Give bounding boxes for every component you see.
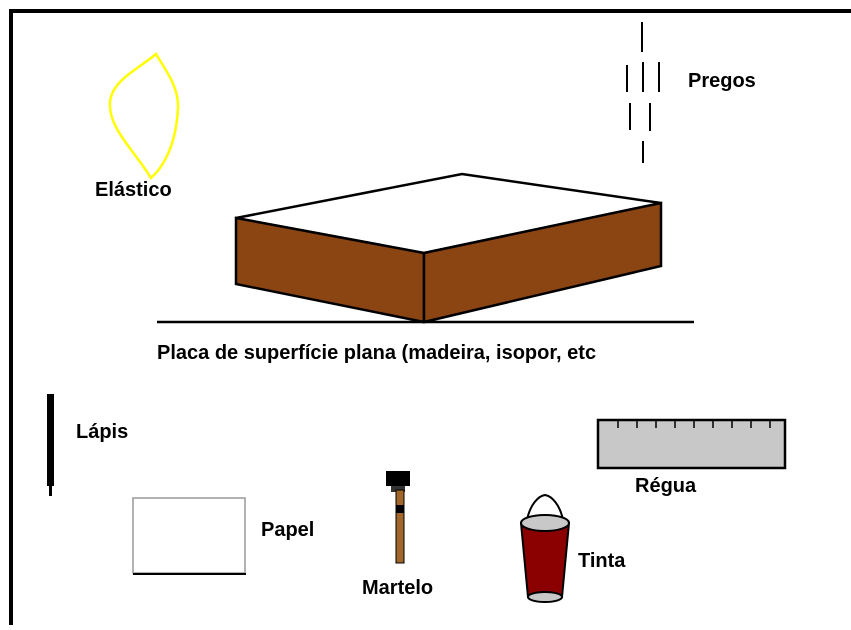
pencil-icon bbox=[47, 394, 54, 496]
label-lapis: Lápis bbox=[76, 421, 128, 443]
frame-border bbox=[9, 9, 851, 625]
hammer-icon bbox=[386, 471, 410, 564]
label-regua: Régua bbox=[635, 475, 697, 497]
label-papel: Papel bbox=[261, 519, 314, 541]
label-tinta: Tinta bbox=[578, 550, 626, 572]
rubber-band-icon bbox=[108, 52, 180, 180]
label-martelo: Martelo bbox=[362, 577, 433, 599]
flat-board-icon bbox=[157, 172, 694, 324]
label-elastico: Elástico bbox=[95, 179, 172, 201]
paint-bucket-icon bbox=[519, 493, 571, 603]
paper-icon bbox=[132, 497, 246, 575]
label-placa: Placa de superfície plana (madeira, isop… bbox=[157, 342, 596, 364]
nails-icon bbox=[626, 22, 660, 163]
label-pregos: Pregos bbox=[688, 70, 756, 92]
ruler-icon bbox=[596, 418, 787, 470]
